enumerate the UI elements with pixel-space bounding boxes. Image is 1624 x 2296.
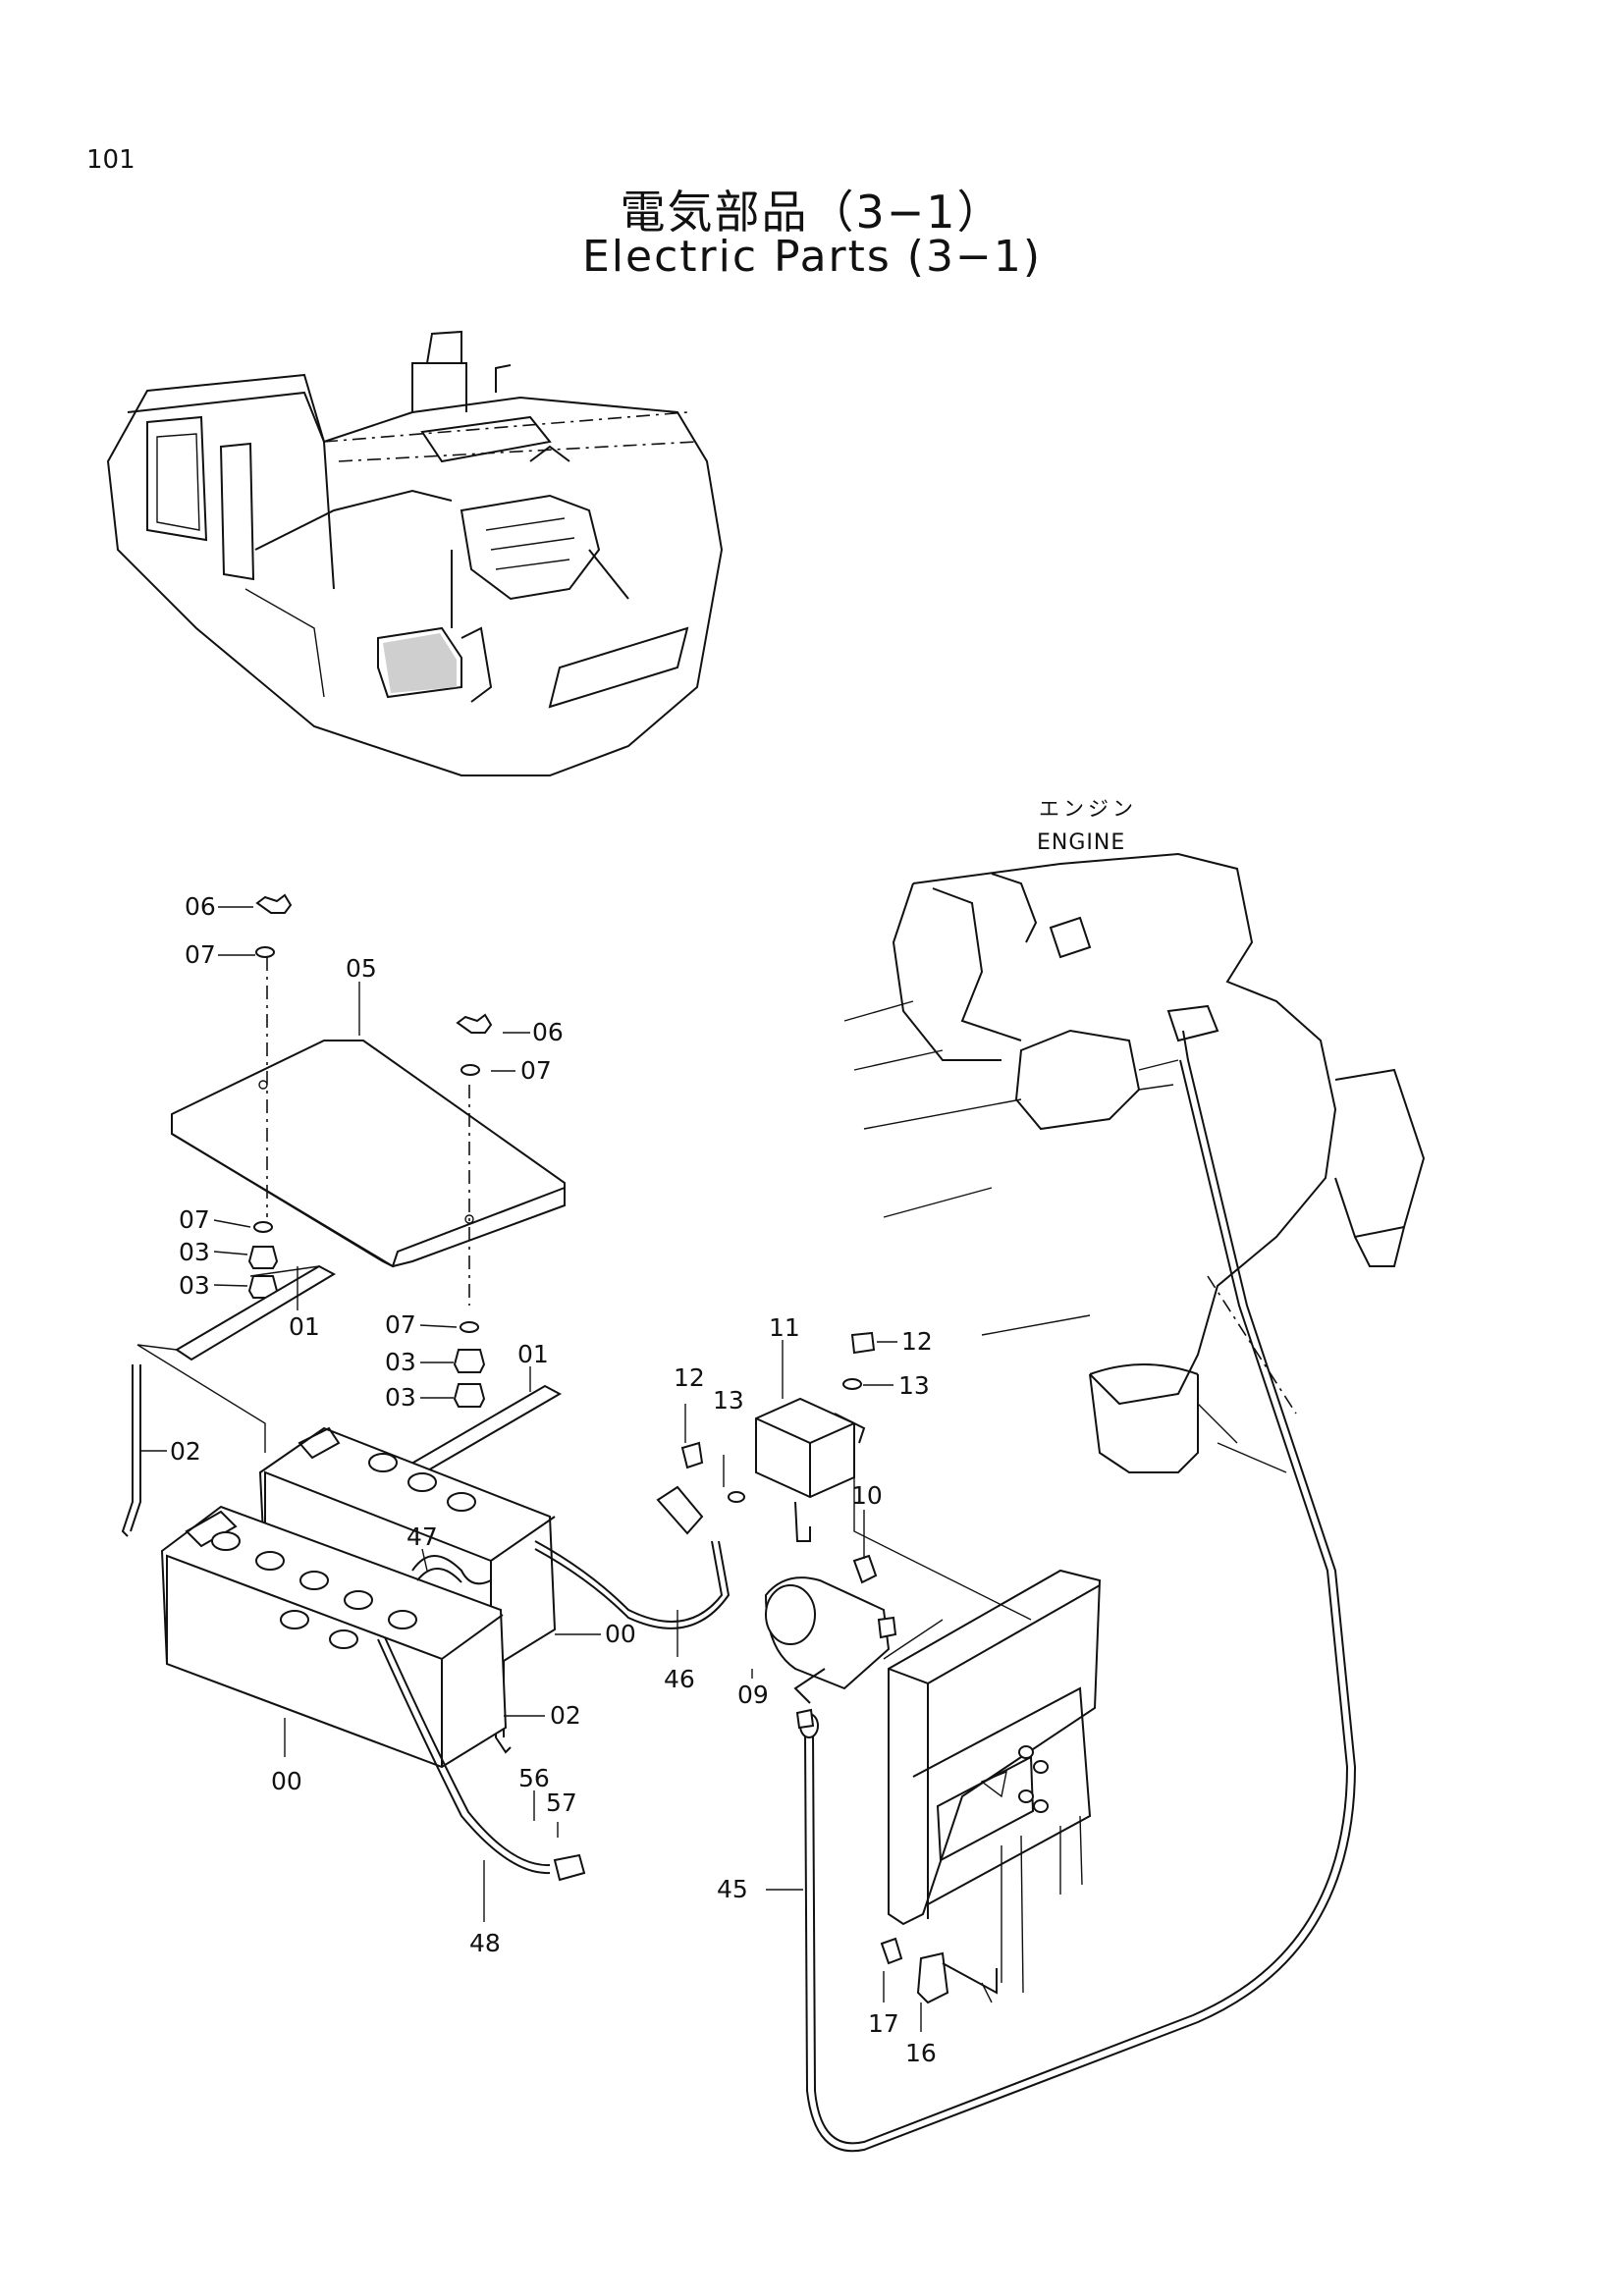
callout-01: 01	[289, 1312, 320, 1341]
hardware-drawing	[247, 893, 493, 1408]
callout-00: 00	[271, 1767, 302, 1795]
relay-drawing	[680, 1331, 1102, 2004]
page-title-english: Electric Parts (3−1)	[582, 232, 1042, 282]
cable-drawing	[377, 1030, 1357, 2153]
callout-03: 03	[179, 1271, 210, 1300]
callout-07: 07	[179, 1205, 210, 1234]
callout-12: 12	[901, 1327, 933, 1356]
callout-46: 46	[664, 1665, 695, 1693]
callout-07: 07	[385, 1310, 416, 1339]
callout-00: 00	[605, 1620, 636, 1648]
page-number: 101	[86, 145, 135, 175]
engine-label-english: ENGINE	[1037, 830, 1126, 855]
engine-drawing	[843, 852, 1426, 1473]
callout-07: 07	[185, 940, 216, 969]
callout-45: 45	[717, 1875, 748, 1903]
callout-09: 09	[737, 1681, 769, 1709]
callout-05: 05	[346, 954, 377, 983]
callout-12: 12	[674, 1363, 705, 1392]
callout-13: 13	[898, 1371, 930, 1400]
callout-13: 13	[713, 1386, 744, 1415]
callout-56: 56	[518, 1764, 550, 1792]
callout-17: 17	[868, 2009, 899, 2038]
callout-03: 03	[179, 1238, 210, 1266]
callout-57: 57	[546, 1789, 577, 1817]
battery-drawing	[160, 1426, 557, 1769]
callout-16: 16	[905, 2039, 937, 2067]
excavator-overview-drawing	[106, 330, 724, 776]
callout-labels: 06 07 05 06 07 07 03 03 07 03 03 01 01 0…	[170, 892, 937, 2067]
callout-02: 02	[550, 1701, 581, 1730]
callout-06: 06	[532, 1018, 564, 1046]
callout-10: 10	[851, 1481, 883, 1510]
callout-47: 47	[406, 1522, 438, 1551]
callout-11: 11	[769, 1313, 800, 1342]
callout-01: 01	[517, 1340, 549, 1368]
leader-lines	[140, 906, 922, 2032]
page-title-japanese: 電気部品（3−1）	[620, 186, 1004, 239]
engine-label-japanese: エンジン	[1039, 797, 1137, 821]
callout-48: 48	[469, 1929, 501, 1957]
callout-07: 07	[520, 1056, 552, 1085]
callout-03: 03	[385, 1348, 416, 1376]
battery-cover-drawing	[171, 1040, 566, 1268]
callout-03: 03	[385, 1383, 416, 1412]
callout-06: 06	[185, 892, 216, 921]
callout-02: 02	[170, 1437, 201, 1466]
